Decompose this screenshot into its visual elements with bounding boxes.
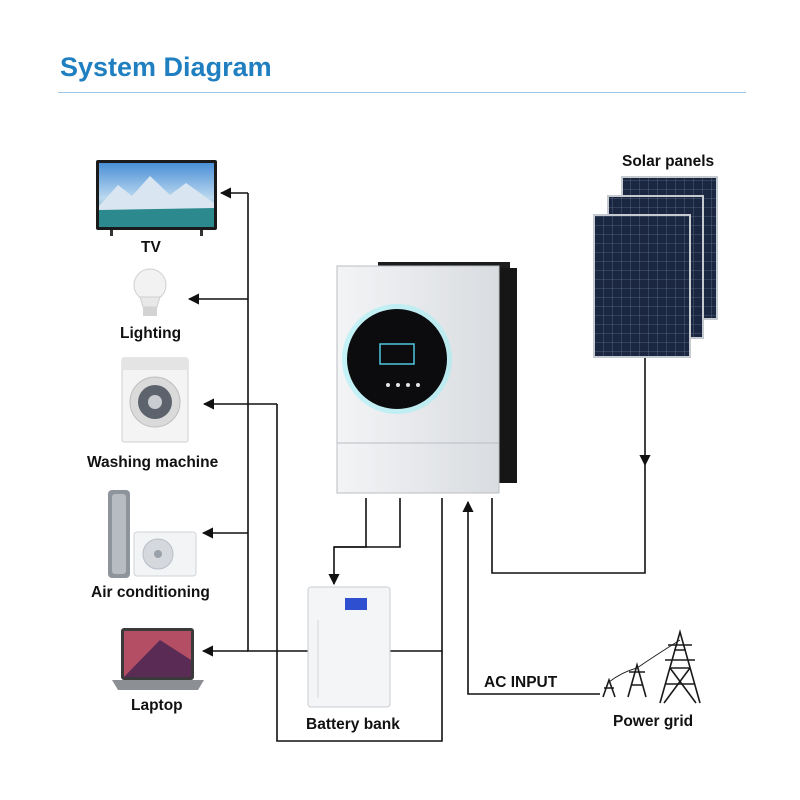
diagram-title: System Diagram: [60, 52, 272, 82]
battery-unit: [307, 586, 391, 708]
wire-ac-input: [462, 500, 600, 695]
load-label-lighting: Lighting: [120, 325, 182, 342]
solar-panel-icon: [593, 176, 718, 358]
load-label-tv: TV: [141, 239, 161, 256]
wire-to-washing-machine: [276, 404, 443, 742]
ac-input-label: AC INPUT: [484, 674, 558, 691]
laptop-icon: [112, 628, 204, 690]
inverter-unit: [336, 262, 517, 494]
air-conditioner-icon: [108, 490, 197, 578]
light-bulb-icon: [133, 268, 167, 316]
wire-battery-neg: [334, 498, 401, 548]
washing-machine-icon: [121, 357, 189, 443]
battery-bank-label: Battery bank: [306, 716, 400, 733]
power-grid-label: Power grid: [613, 713, 694, 730]
title-divider: [58, 92, 746, 93]
wiring: [187, 187, 651, 742]
solar-panels-label: Solar panels: [622, 153, 715, 170]
load-label-laptop: Laptop: [131, 697, 183, 714]
load-label-washing-machine: Washing machine: [87, 454, 219, 471]
load-label-air-conditioning: Air conditioning: [91, 584, 210, 601]
wire-battery-pos: [328, 498, 367, 586]
power-grid-icon: [602, 629, 701, 704]
tv-icon: [96, 160, 217, 236]
